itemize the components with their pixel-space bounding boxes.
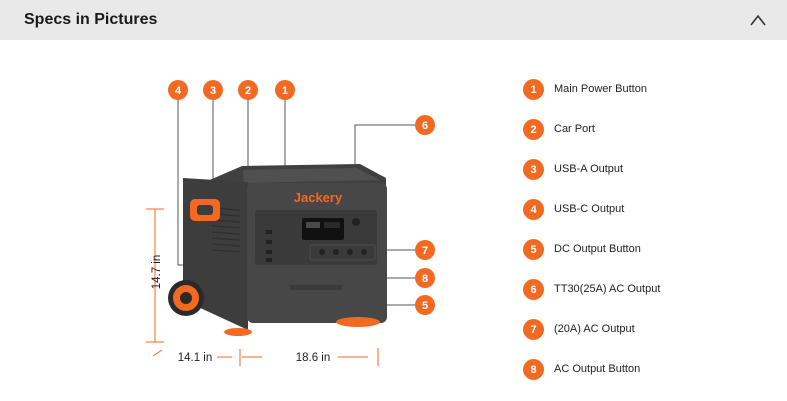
legend-number-badge: 4	[523, 199, 544, 220]
legend-label: (20A) AC Output	[554, 323, 635, 335]
power-station: Jackery	[168, 164, 387, 336]
height-dimension: 14.7 in	[151, 255, 163, 290]
collapse-toggle[interactable]	[747, 9, 769, 31]
depth-dimension: 14.1 in	[178, 352, 213, 364]
callout-3: 3	[203, 80, 223, 100]
product-figure: Jackery 14.7 in 14.1 in 18.6 in 4 3	[135, 70, 455, 380]
callout-1: 1	[275, 80, 295, 100]
legend-label: TT30(25A) AC Output	[554, 283, 661, 295]
callout-8: 8	[415, 268, 435, 288]
legend-label: DC Output Button	[554, 243, 641, 255]
svg-text:6: 6	[422, 120, 428, 132]
svg-text:2: 2	[245, 85, 251, 97]
legend-item: 8 AC Output Button	[523, 359, 660, 399]
section-header[interactable]: Specs in Pictures	[0, 0, 787, 40]
spec-legend: 1 Main Power Button 2 Car Port 3 USB-A O…	[523, 79, 660, 399]
legend-label: AC Output Button	[554, 363, 641, 375]
legend-number-badge: 7	[523, 319, 544, 340]
brand-logo: Jackery	[294, 190, 343, 205]
legend-number-badge: 8	[523, 359, 544, 380]
width-dimension: 18.6 in	[296, 352, 331, 364]
chevron-up-icon	[750, 14, 766, 26]
legend-label: USB-C Output	[554, 203, 625, 215]
legend-item: 2 Car Port	[523, 119, 660, 159]
svg-text:4: 4	[175, 85, 182, 97]
legend-number-badge: 5	[523, 239, 544, 260]
legend-number-badge: 6	[523, 279, 544, 300]
svg-text:8: 8	[422, 273, 428, 285]
legend-label: USB-A Output	[554, 163, 624, 175]
legend-number-badge: 1	[523, 79, 544, 100]
legend-item: 1 Main Power Button	[523, 79, 660, 119]
power-station-diagram: Jackery 14.7 in 14.1 in 18.6 in 4 3	[146, 80, 435, 366]
legend-number-badge: 2	[523, 119, 544, 140]
legend-item: 4 USB-C Output	[523, 199, 660, 239]
svg-text:3: 3	[210, 85, 216, 97]
legend-item: 3 USB-A Output	[523, 159, 660, 199]
svg-text:5: 5	[422, 300, 428, 312]
legend-label: Main Power Button	[554, 83, 647, 95]
section-title: Specs in Pictures	[24, 11, 158, 28]
callout-5: 5	[415, 295, 435, 315]
legend-number-badge: 3	[523, 159, 544, 180]
svg-text:1: 1	[282, 85, 288, 97]
legend-item: 6 TT30(25A) AC Output	[523, 279, 660, 319]
callout-2: 2	[238, 80, 258, 100]
legend-item: 5 DC Output Button	[523, 239, 660, 279]
legend-item: 7 (20A) AC Output	[523, 319, 660, 359]
callout-6: 6	[415, 115, 435, 135]
legend-label: Car Port	[554, 123, 595, 135]
svg-text:7: 7	[422, 245, 428, 257]
callout-4: 4	[168, 80, 188, 100]
callout-7: 7	[415, 240, 435, 260]
